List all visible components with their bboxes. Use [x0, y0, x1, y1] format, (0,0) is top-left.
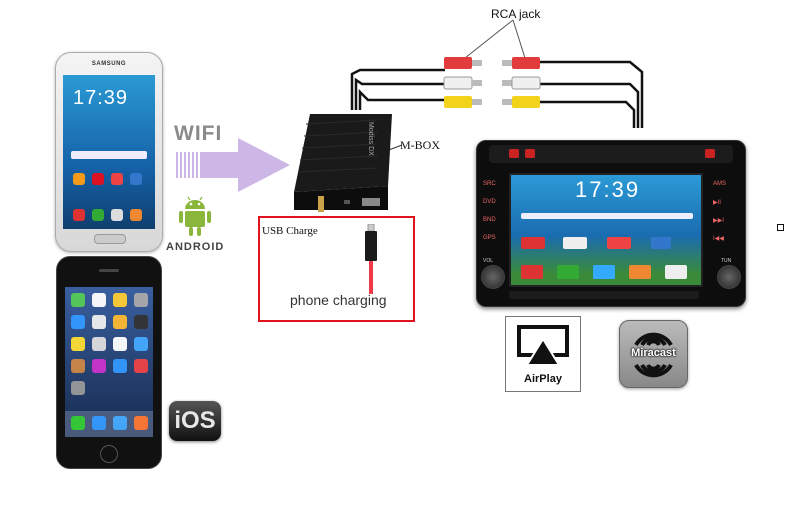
car-button-bnd[interactable]: BND — [483, 217, 496, 223]
ios-badge: iOS — [169, 401, 221, 441]
car-screen-apps — [521, 237, 687, 279]
rca-plug-yellow-right — [502, 96, 540, 108]
airplay-icon — [517, 325, 569, 366]
rca-plug-yellow-left — [444, 96, 482, 108]
wifi-arrow — [176, 138, 290, 192]
mbox-body — [294, 114, 392, 212]
ios-badge-label: iOS — [174, 407, 216, 434]
car-top-bar — [489, 145, 733, 163]
usb-cable-icon — [365, 224, 377, 294]
car-button-dvd[interactable]: DVD — [483, 199, 496, 205]
car-vol-label: VOL — [483, 258, 494, 264]
mbox-device: Modiss DX — [292, 110, 394, 212]
iphone-home-button — [100, 445, 118, 463]
rca-plug-red-right — [502, 57, 540, 69]
mbox-cable-2 — [354, 77, 445, 110]
mbox-label: M-BOX — [400, 138, 441, 152]
car-vol-knob[interactable] — [481, 265, 505, 289]
car-screen-search-bar — [521, 213, 693, 219]
car-button-gps[interactable]: GPS — [483, 235, 496, 241]
car-screen-time: 17:39 — [575, 177, 641, 202]
usb-charge-box: USB Charge phone charging — [258, 216, 415, 322]
miracast-logo: Miracast — [619, 320, 688, 388]
android-wordmark: ANDROID — [166, 241, 225, 253]
iphone — [56, 256, 162, 469]
rca-jack-label: RCA jack — [491, 7, 541, 21]
car-button-next[interactable]: ▶▶I — [713, 218, 724, 224]
android-phone: SAMSUNG 17:39 — [55, 52, 163, 252]
rca-pointer-line-right — [512, 19, 526, 59]
car-cable-3 — [540, 100, 636, 128]
android-home-button — [94, 234, 126, 244]
iphone-screen — [65, 287, 153, 437]
car-top-button-red-2 — [525, 149, 535, 158]
android-phone-search-bar — [71, 151, 147, 159]
car-top-button-red — [509, 149, 519, 158]
car-button-src[interactable]: SRC — [483, 181, 496, 187]
iphone-speaker — [99, 269, 119, 272]
rca-plug-white-left — [443, 76, 482, 90]
rca-plugs — [443, 57, 541, 108]
car-cable-2 — [540, 82, 640, 128]
car-top-button-red-3 — [705, 149, 715, 158]
car-button-ams[interactable]: AMS — [713, 181, 727, 187]
mbox-cable — [350, 68, 445, 110]
wifi-label: WIFI — [174, 122, 223, 145]
edge-marker — [777, 224, 784, 231]
android-phone-screen: 17:39 — [63, 75, 155, 229]
rca-plug-red-left — [444, 57, 482, 69]
airplay-logo: AirPlay — [505, 316, 581, 392]
mbox-brand-text: Modiss DX — [367, 122, 374, 156]
car-cable-1 — [540, 60, 644, 128]
car-tun-knob[interactable] — [717, 265, 741, 289]
car-tun-label: TUN — [721, 258, 732, 264]
car-right-buttons: AMS ▶II ▶▶I I◀◀ — [713, 181, 737, 253]
car-button-play-pause[interactable]: ▶II — [713, 200, 721, 206]
rca-plug-white-right — [502, 76, 541, 90]
miracast-label: Miracast — [631, 347, 676, 359]
mbox-cable-3 — [358, 88, 445, 110]
phone-charging-label: phone charging — [290, 292, 387, 308]
android-robot-icon — [179, 196, 211, 236]
usb-charge-label: USB Charge — [262, 225, 318, 237]
car-screen: 17:39 — [509, 173, 703, 287]
android-phone-brand: SAMSUNG — [91, 61, 127, 67]
android-phone-time: 17:39 — [73, 87, 129, 109]
rca-pointer-line-left — [464, 19, 514, 59]
car-head-unit: SRC DVD BND GPS VOL 17:39 AMS ▶II ▶▶I I◀… — [476, 140, 746, 307]
android-phone-app-icons — [63, 169, 155, 229]
miracast-icon — [634, 332, 673, 378]
car-button-prev[interactable]: I◀◀ — [713, 236, 724, 242]
airplay-label: AirPlay — [524, 373, 562, 385]
car-left-buttons: SRC DVD BND GPS — [483, 181, 503, 253]
car-bottom-bar — [509, 291, 699, 299]
iphone-app-grid — [65, 293, 153, 437]
